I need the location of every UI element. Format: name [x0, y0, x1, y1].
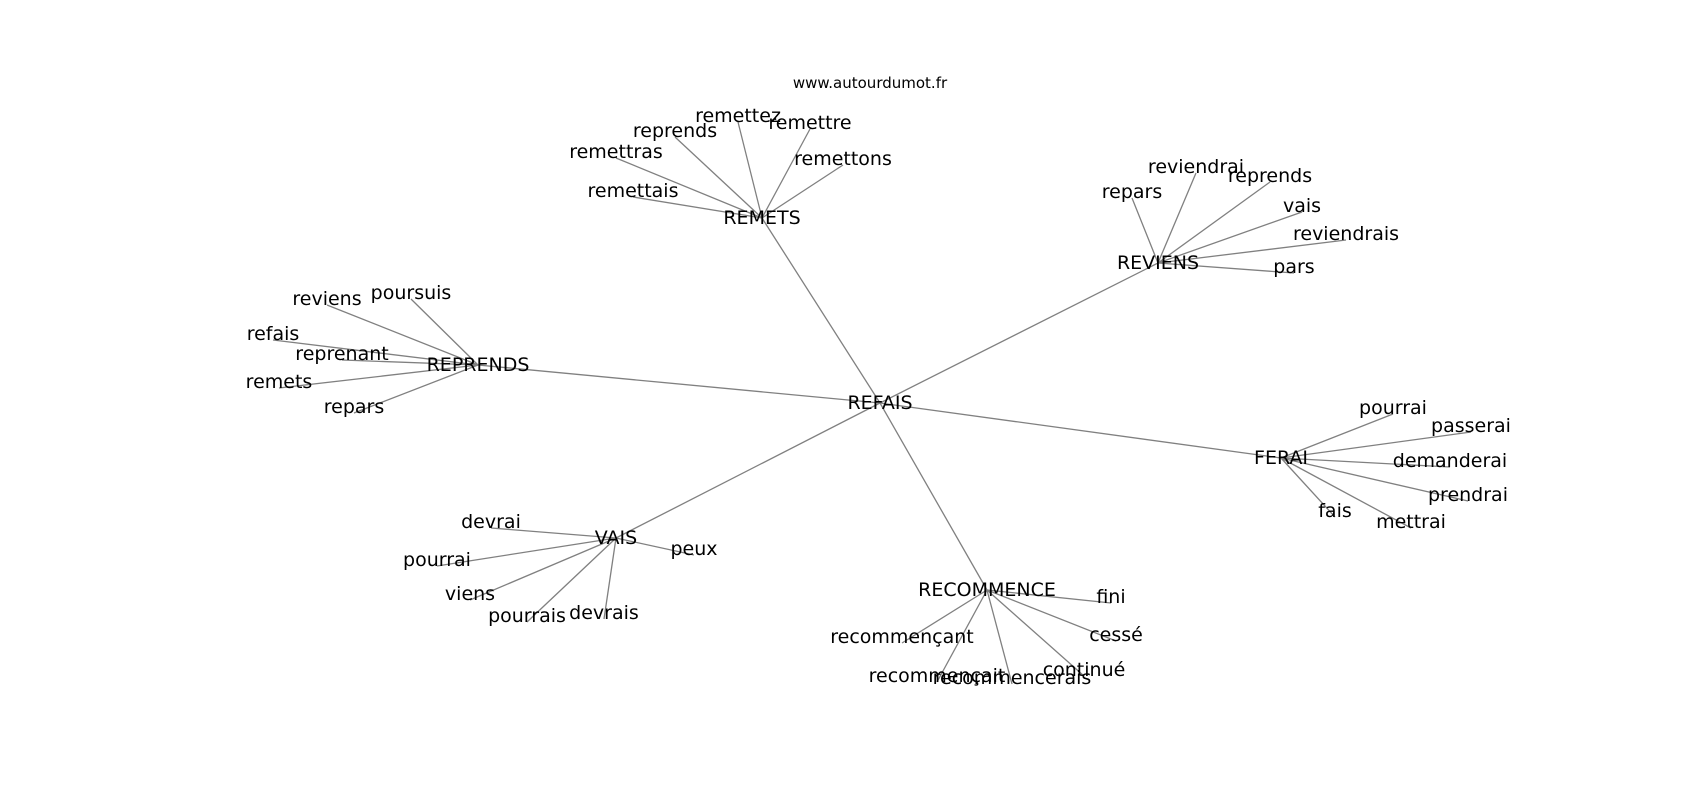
word-node-label: pourrai — [403, 549, 471, 571]
graph-labels: REFAISREMETSremettezremettrereprendsreme… — [246, 105, 1511, 689]
edge-hub-to-word — [1280, 457, 1469, 502]
word-node-label: remettais — [587, 180, 678, 202]
edge-hub-to-word — [490, 527, 617, 539]
edge-hub-to-word — [761, 128, 811, 219]
edge-hub-to-word — [410, 298, 479, 366]
edge-hub-to-word — [986, 589, 1112, 604]
graph-edges — [272, 121, 1472, 685]
word-node-label: reprends — [1228, 165, 1312, 187]
word-node-label: pourrais — [488, 605, 566, 627]
edge-hub-to-word — [986, 589, 1117, 642]
edge-hub-to-word — [278, 364, 479, 389]
word-node-label: demanderai — [1393, 450, 1507, 472]
edge-hub-to-word — [436, 537, 617, 567]
edge-hub-to-word — [326, 304, 479, 366]
word-node-label: mettrai — [1376, 511, 1446, 533]
edge-hub-to-word — [1280, 457, 1336, 518]
edge-hub-to-word — [1280, 431, 1472, 459]
edge-hub-to-word — [526, 537, 617, 623]
hub-node-label: FERAI — [1254, 447, 1308, 469]
edge-hub-to-word — [1157, 211, 1303, 264]
word-node-label: remets — [246, 371, 313, 393]
word-node-label: peux — [670, 538, 717, 560]
edge-hub-to-word — [1131, 197, 1159, 264]
edge-hub-to-word — [1157, 239, 1347, 264]
word-node-label: prendrai — [1428, 484, 1508, 506]
edge-center-to-hub — [761, 217, 881, 404]
word-node-label: repars — [324, 396, 385, 418]
word-node-label: remettons — [794, 148, 892, 170]
edge-center-to-hub — [615, 402, 881, 539]
word-node-label: viens — [445, 583, 495, 605]
edge-hub-to-word — [1280, 457, 1412, 529]
edge-hub-to-word — [986, 589, 1085, 677]
edge-hub-to-word — [615, 157, 763, 219]
edge-center-to-hub — [879, 262, 1159, 404]
word-node-label: remettez — [695, 105, 781, 127]
edge-center-to-hub — [879, 402, 988, 591]
hub-node-label: REMETS — [723, 207, 800, 229]
edge-hub-to-word — [632, 196, 763, 219]
word-node-label: devrai — [461, 511, 521, 533]
edge-hub-to-word — [674, 136, 763, 219]
edge-hub-to-word — [901, 589, 988, 644]
word-node-label: pourrai — [1359, 397, 1427, 419]
word-node-label: remettras — [569, 141, 663, 163]
edge-hub-to-word — [1157, 262, 1295, 274]
center-node-label: REFAIS — [847, 392, 912, 414]
edge-center-to-hub — [477, 364, 881, 404]
word-node-label: fini — [1096, 586, 1125, 608]
word-node-label: reviens — [292, 288, 361, 310]
edge-hub-to-word — [615, 537, 695, 556]
edge-hub-to-word — [353, 364, 479, 414]
edge-hub-to-word — [469, 537, 617, 601]
word-node-label: pars — [1273, 256, 1314, 278]
hub-node-label: REVIENS — [1117, 252, 1199, 274]
word-node-label: poursuis — [371, 282, 452, 304]
word-node-label: continué — [1043, 659, 1126, 681]
word-node-label: remettre — [768, 112, 851, 134]
word-node-label: repars — [1102, 181, 1163, 203]
edge-hub-to-word — [737, 121, 763, 219]
edge-hub-to-word — [1280, 413, 1394, 459]
word-node-label: recommençant — [830, 626, 973, 648]
edge-hub-to-word — [1157, 181, 1271, 264]
edge-center-to-hub — [879, 402, 1282, 459]
word-node-label: devrais — [569, 602, 639, 624]
word-node-label: reviendrai — [1148, 156, 1244, 178]
source-site-label: www.autourdumot.fr — [793, 74, 948, 92]
edge-hub-to-word — [936, 589, 988, 683]
word-node-label: recommencerais — [933, 667, 1092, 689]
edge-hub-to-word — [341, 359, 479, 366]
hub-node-label: VAIS — [595, 527, 637, 549]
word-node-label: passerai — [1431, 415, 1511, 437]
word-node-label: cessé — [1089, 624, 1143, 646]
word-node-label: reprenant — [295, 343, 388, 365]
word-node-label: reviendrais — [1293, 223, 1399, 245]
word-node-label: refais — [247, 323, 300, 345]
edge-hub-to-word — [272, 339, 479, 366]
word-node-label: reprends — [633, 120, 717, 142]
edge-hub-to-word — [603, 537, 617, 620]
word-node-label: vais — [1283, 195, 1321, 217]
edge-hub-to-word — [986, 589, 1013, 685]
hub-node-label: RECOMMENCE — [918, 579, 1056, 601]
edge-hub-to-word — [1280, 457, 1451, 468]
word-node-label: fais — [1318, 500, 1352, 522]
hub-node-label: REPRENDS — [427, 354, 530, 376]
edge-hub-to-word — [1157, 172, 1197, 264]
edge-hub-to-word — [761, 164, 844, 219]
word-node-label: recommençait — [869, 665, 1006, 687]
